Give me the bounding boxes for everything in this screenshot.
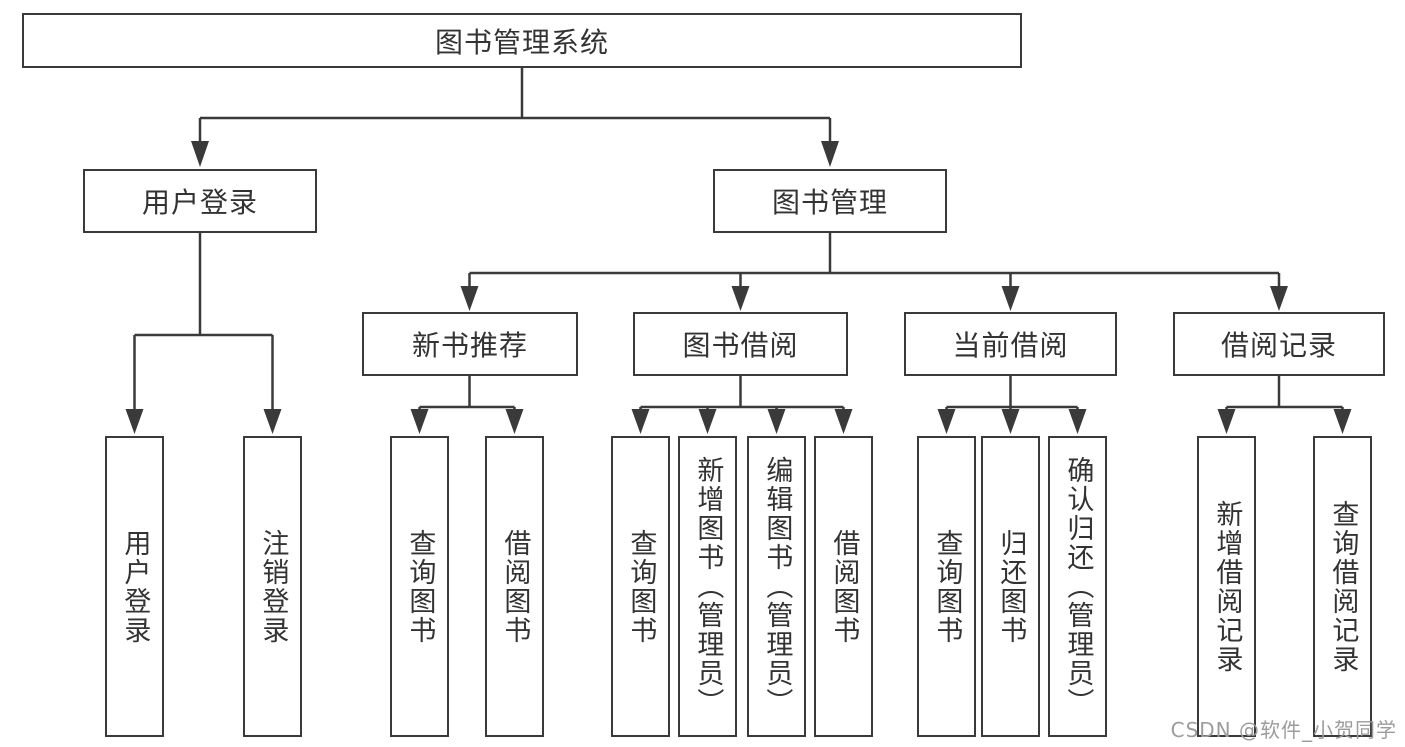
leaf-borrow-books-borrowing: 借阅图书 bbox=[814, 436, 873, 737]
leaf-query-books-current: 查询图书 bbox=[917, 436, 976, 737]
node-label: 编辑图书（管理员） bbox=[761, 456, 793, 717]
node-label: 借阅图书 bbox=[828, 528, 860, 645]
node-label: 新增借阅记录 bbox=[1211, 499, 1243, 674]
node-label: 借阅图书 bbox=[499, 528, 531, 645]
node-label: 查询借阅记录 bbox=[1327, 499, 1359, 674]
node-current-borrowing: 当前借阅 bbox=[904, 312, 1117, 376]
node-label: 注销登录 bbox=[257, 528, 289, 645]
leaf-add-books-admin: 新增图书（管理员） bbox=[678, 436, 737, 737]
node-book-management: 图书管理 bbox=[713, 169, 947, 233]
node-label: 当前借阅 bbox=[952, 329, 1069, 362]
node-user-login: 用户登录 bbox=[83, 169, 317, 233]
leaf-edit-books-admin: 编辑图书（管理员） bbox=[747, 436, 806, 737]
node-label: 新增图书（管理员） bbox=[692, 456, 724, 717]
node-borrowing-records: 借阅记录 bbox=[1173, 312, 1385, 376]
node-library-management-system: 图书管理系统 bbox=[22, 13, 1022, 68]
leaf-user-login: 用户登录 bbox=[105, 436, 164, 737]
node-label: 归还图书 bbox=[995, 528, 1027, 645]
node-label: 借阅记录 bbox=[1220, 329, 1337, 362]
node-label: 用户登录 bbox=[119, 528, 151, 645]
leaf-add-borrow-record: 新增借阅记录 bbox=[1197, 436, 1256, 737]
node-label: 查询图书 bbox=[404, 528, 436, 645]
leaf-query-books-borrowing: 查询图书 bbox=[611, 436, 670, 737]
leaf-confirm-return-admin: 确认归还（管理员） bbox=[1048, 436, 1107, 737]
node-label: 确认归还（管理员） bbox=[1062, 456, 1094, 717]
leaf-return-books: 归还图书 bbox=[981, 436, 1040, 737]
node-label: 新书推荐 bbox=[411, 329, 528, 362]
node-label: 图书管理 bbox=[771, 186, 888, 219]
node-label: 图书管理系统 bbox=[434, 25, 609, 59]
node-new-book-recommendation: 新书推荐 bbox=[362, 312, 578, 376]
leaf-query-books-recommend: 查询图书 bbox=[390, 436, 449, 737]
leaf-borrow-books-recommend: 借阅图书 bbox=[485, 436, 544, 737]
leaf-logout-login: 注销登录 bbox=[243, 436, 302, 737]
node-label: 用户登录 bbox=[141, 186, 258, 219]
node-label: 查询图书 bbox=[625, 528, 657, 645]
node-book-borrowing: 图书借阅 bbox=[633, 312, 848, 376]
leaf-query-borrow-record: 查询借阅记录 bbox=[1313, 436, 1372, 737]
node-label: 图书借阅 bbox=[682, 329, 799, 362]
node-label: 查询图书 bbox=[931, 528, 963, 645]
csdn-watermark: CSDN @软件_小贺同学 bbox=[1170, 718, 1397, 742]
